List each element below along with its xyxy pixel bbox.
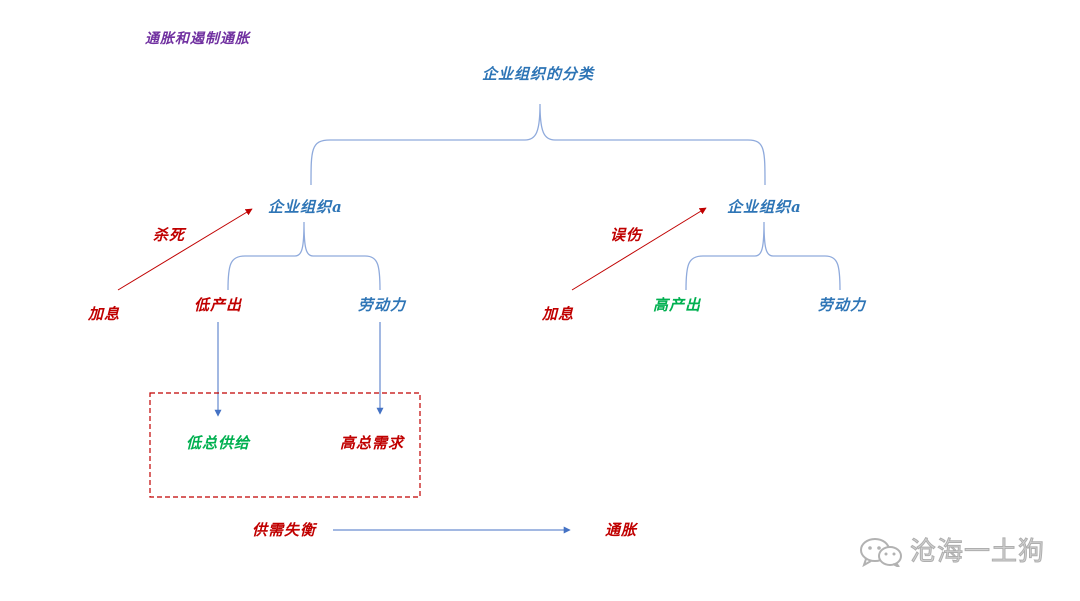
- node-inflation: 通胀: [605, 521, 638, 539]
- wechat-icon: [860, 538, 902, 567]
- label-mistake: 误伤: [610, 226, 643, 244]
- label-kill: 杀死: [153, 226, 186, 244]
- node-low-supply: 低总供给: [186, 434, 251, 452]
- node-org-right: 企业组织a: [727, 198, 802, 216]
- node-high-output: 高产出: [653, 296, 702, 314]
- node-labor-left: 劳动力: [358, 296, 407, 314]
- node-rate-hike-left: 加息: [88, 305, 121, 323]
- arrow-kill: [117, 208, 253, 291]
- arrow-mistake: [571, 207, 707, 291]
- node-high-demand: 高总需求: [340, 434, 405, 452]
- brace-org-right: [685, 221, 841, 291]
- node-labor-right: 劳动力: [818, 296, 867, 314]
- node-rate-hike-right: 加息: [542, 305, 575, 323]
- watermark-text: 沧海一土狗: [909, 537, 1046, 568]
- diagram-title: 通胀和遏制通胀: [145, 31, 250, 47]
- node-imbalance: 供需失衡: [252, 521, 317, 539]
- node-root: 企业组织的分类: [482, 65, 595, 83]
- brace-root: [310, 103, 766, 186]
- brace-org-left: [227, 221, 381, 291]
- node-low-output: 低产出: [194, 296, 243, 314]
- node-org-left: 企业组织a: [268, 198, 343, 216]
- dashed-box: [149, 392, 421, 498]
- watermark: 沧海一土狗: [858, 537, 1046, 568]
